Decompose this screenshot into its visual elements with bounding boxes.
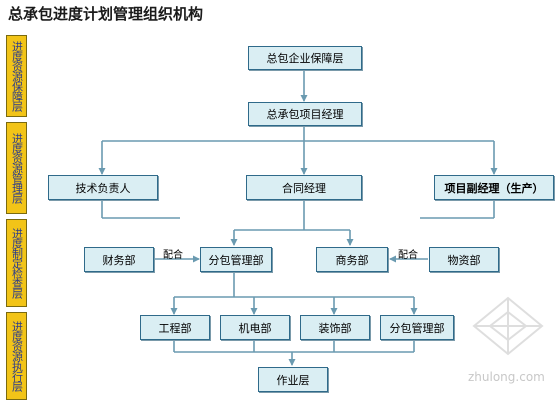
node-materials-dept: 物资部 xyxy=(429,247,499,272)
node-mep-dept: 机电部 xyxy=(220,315,290,340)
cooperate-label-right: 配合 xyxy=(398,250,418,261)
layer-planning-inspection: 进度制定检查层 xyxy=(6,219,27,307)
node-technical-lead: 技术负责人 xyxy=(48,175,158,200)
node-engineering-dept: 工程部 xyxy=(140,315,210,340)
node-general-project-manager: 总承包项目经理 xyxy=(248,102,362,126)
node-commerce-dept: 商务部 xyxy=(316,247,388,272)
layer-resource-guarantee: 进度资源保障层 xyxy=(6,35,27,117)
node-decoration-dept: 装饰部 xyxy=(300,315,370,340)
node-work-layer: 作业层 xyxy=(258,367,328,392)
watermark-logo xyxy=(472,296,544,356)
node-subcontract-management-dept: 分包管理部 xyxy=(200,247,272,272)
cooperate-label-left: 配合 xyxy=(163,250,183,261)
layer-resource-execution: 进度资源执行层 xyxy=(6,312,27,400)
node-finance-dept: 财务部 xyxy=(84,247,154,272)
node-deputy-manager-production: 项目副经理（生产） xyxy=(434,175,554,200)
page-title: 总承包进度计划管理组织机构 xyxy=(8,5,204,23)
node-contract-manager: 合同经理 xyxy=(246,175,362,200)
node-subcontract-management-dept-2: 分包管理部 xyxy=(380,315,454,340)
watermark-text: zhulong.com xyxy=(468,370,545,384)
node-enterprise-guarantee: 总包企业保障层 xyxy=(248,46,362,70)
layer-resource-management: 进度资源管理层 xyxy=(6,122,27,214)
